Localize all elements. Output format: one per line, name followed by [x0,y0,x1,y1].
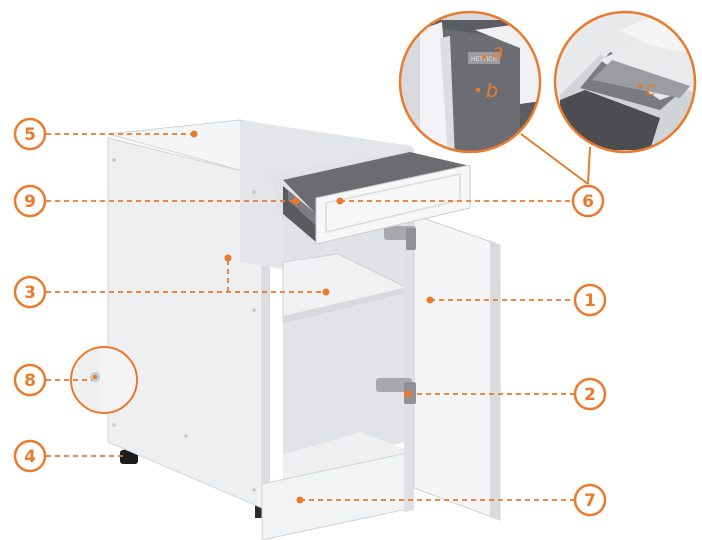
callout-1: 1 [573,283,607,317]
svg-text:5: 5 [24,125,36,145]
cabinet-door [413,214,501,521]
detail-zoom-c: c [553,10,697,154]
detail-label-c: c [646,78,657,100]
drawer-front [315,164,471,245]
svg-text:8: 8 [24,371,36,391]
drawer-side-stamp: HETTICH [471,56,497,63]
screw-dots [112,158,256,492]
door-edge [490,240,500,520]
svg-text:6: 6 [582,192,594,212]
leader-lines [46,130,591,504]
svg-text:7: 7 [584,491,596,511]
callout-6: 6 [571,184,605,218]
detail-label-a: a [492,41,504,63]
callout-5: 5 [13,117,47,151]
hinge-upper [384,226,416,250]
detail-label-b: b [486,80,498,102]
callout-8: 8 [13,363,47,397]
callout-3: 3 [13,275,47,309]
cabinet-illustration [107,119,501,540]
shelf-edge [283,286,412,324]
bottom-panel [283,432,412,482]
drawer-front-panel [325,173,461,233]
svg-text:9: 9 [24,192,36,212]
callout-2: 2 [573,377,607,411]
svg-text:3: 3 [24,283,36,303]
cabinet-interior-lower [283,292,412,472]
svg-text:4: 4 [24,447,36,467]
callout-4: 4 [13,439,47,473]
svg-text:1: 1 [584,291,596,311]
detail-zoom-ab: HETTICH a b [398,10,542,154]
callout-7: 7 [573,483,607,517]
svg-text:2: 2 [584,385,596,405]
callout-9: 9 [13,184,47,218]
